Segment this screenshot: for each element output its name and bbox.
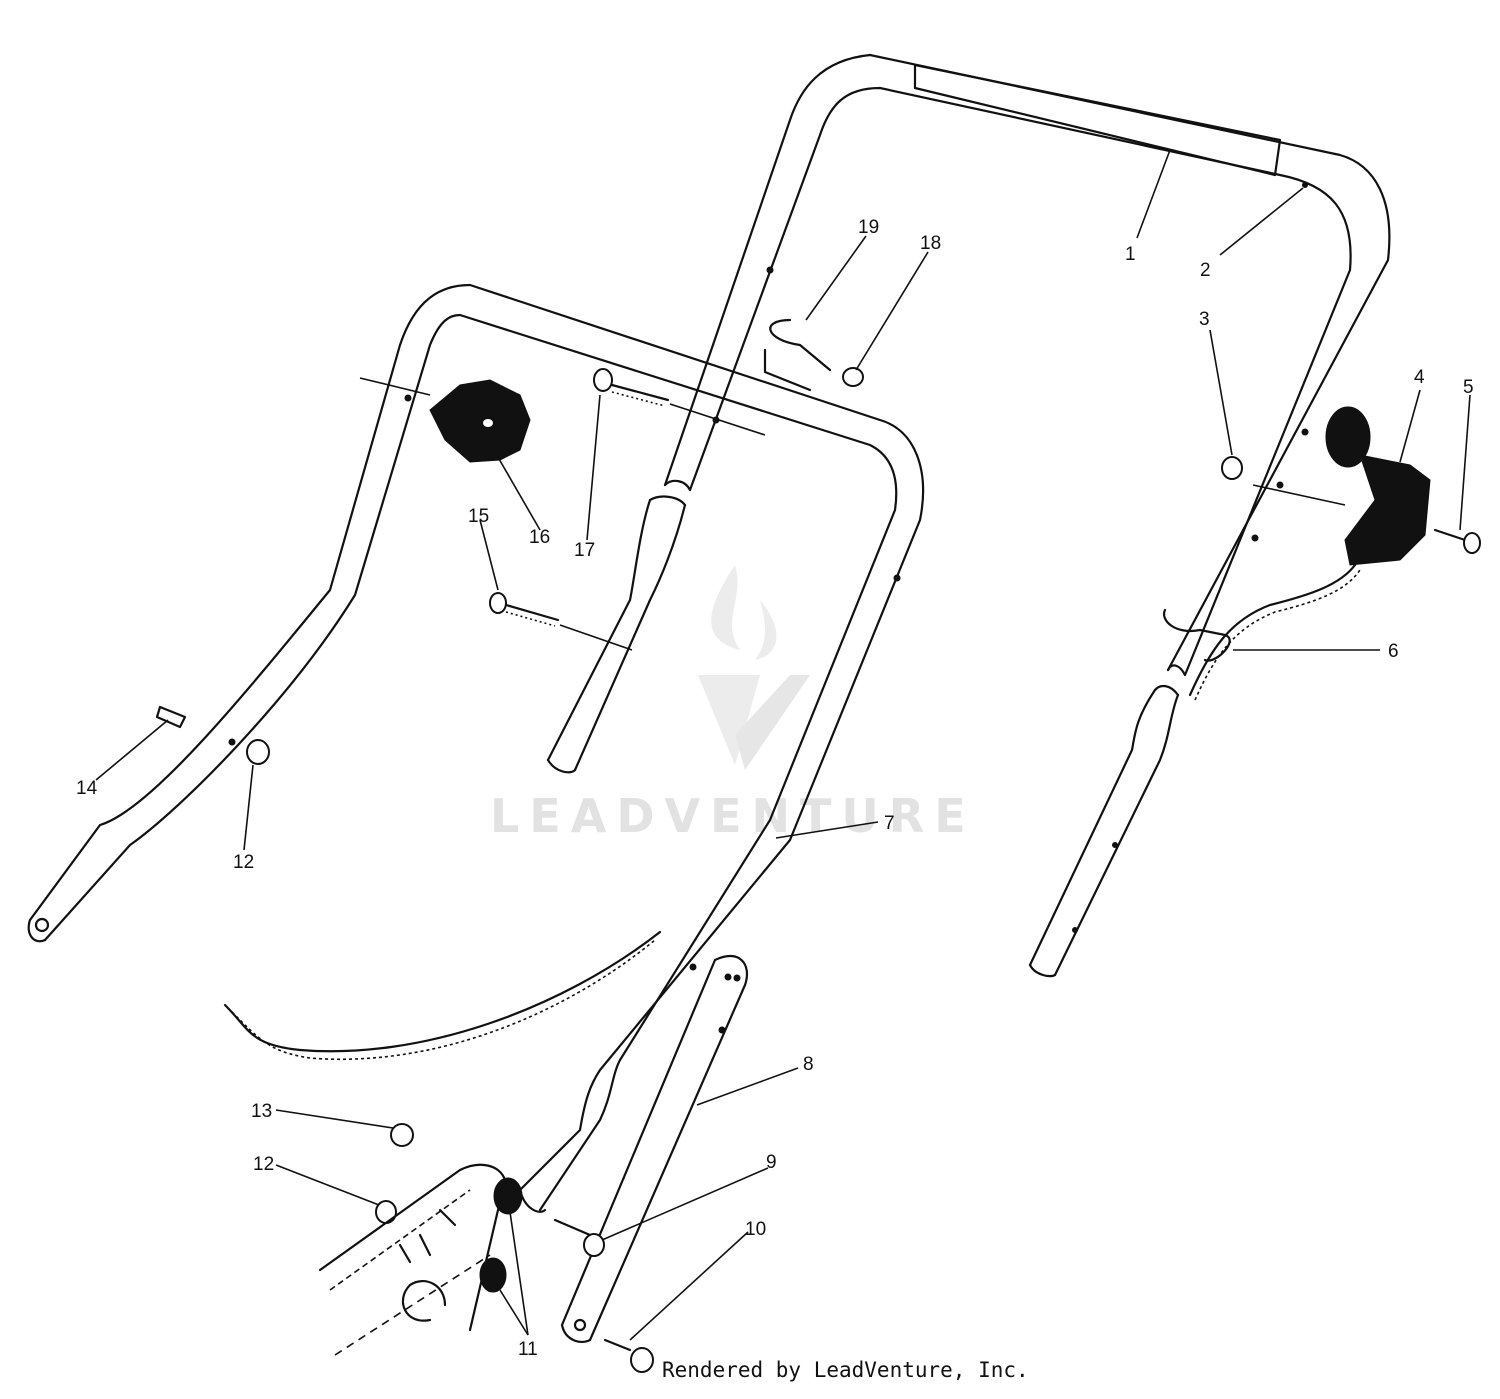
callout-1: 1	[1125, 244, 1136, 265]
watermark: LEADVENTURE	[490, 565, 976, 843]
lower-hardware	[375, 1123, 654, 1373]
control-cable	[223, 930, 662, 1061]
deck-fragment	[318, 1163, 507, 1356]
callout-6: 6	[1388, 641, 1399, 662]
nut-3	[1221, 456, 1243, 480]
bolt-15	[489, 592, 633, 651]
front-handle	[27, 283, 925, 1213]
screw-5	[1433, 528, 1481, 554]
throttle-control	[1325, 406, 1431, 566]
callout-8: 8	[803, 1054, 814, 1075]
callout-18: 18	[920, 233, 941, 254]
watermark-text: LEADVENTURE	[490, 789, 976, 843]
callout-19: 19	[858, 217, 879, 238]
callout-2: 2	[1200, 260, 1211, 281]
callout-15: 15	[468, 506, 489, 527]
callout-7: 7	[884, 813, 895, 834]
leader-lines	[95, 149, 1471, 1341]
callout-13: 13	[251, 1101, 272, 1122]
callout-labels: 1 2 3 4 5 6 7 8 9 10 11 12 12 13 14 15 1…	[76, 217, 1474, 1360]
pin-14	[155, 705, 187, 729]
right-cable	[1162, 563, 1361, 701]
upper-handle	[663, 53, 1391, 677]
callout-14: 14	[76, 778, 98, 799]
knob-16	[429, 379, 531, 463]
callout-10: 10	[745, 1219, 766, 1240]
callout-5: 5	[1463, 377, 1474, 398]
callout-12-upper: 12	[233, 852, 254, 873]
callout-3: 3	[1199, 309, 1210, 330]
right-lower-tube	[1028, 684, 1180, 978]
rendered-by-credit: Rendered by LeadVenture, Inc.	[662, 1358, 1029, 1382]
callout-12-lower: 12	[253, 1154, 274, 1175]
nut-12-upper	[246, 739, 270, 765]
callout-16: 16	[529, 527, 550, 548]
callout-11: 11	[518, 1339, 538, 1360]
callout-4: 4	[1414, 367, 1425, 388]
clip-19	[763, 318, 864, 392]
bracket	[560, 954, 749, 1343]
callout-9: 9	[766, 1152, 777, 1173]
bolt-17	[593, 368, 670, 407]
left-lower-tube	[546, 495, 687, 774]
callout-17: 17	[574, 540, 595, 561]
